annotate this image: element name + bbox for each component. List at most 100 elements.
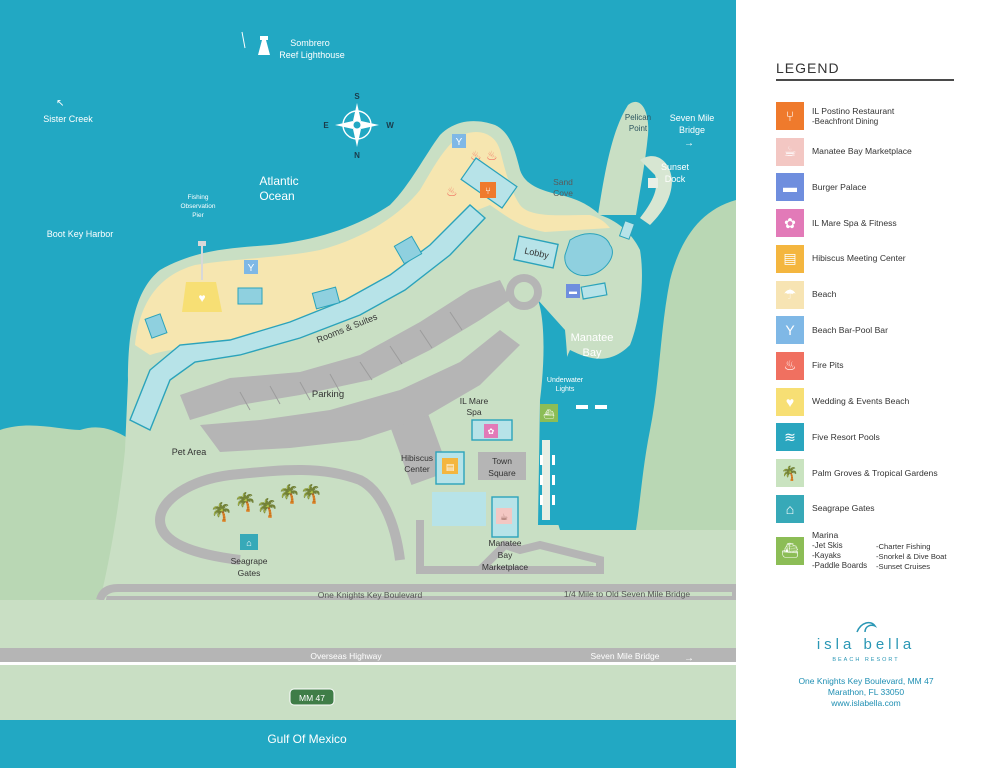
beach-bar-marker-2[interactable]: Y — [452, 134, 466, 148]
mm-marker-badge — [289, 688, 335, 706]
resort-map[interactable]: ♥ Y Y ♨♨♨ ⑂ ✿ ▤ ☕ ▬ ⛴ ⌂ 🌴🌴🌴🌴🌴 S N E W ↖ … — [0, 0, 736, 768]
hibiscus-marker[interactable]: ▤ — [442, 458, 458, 474]
marina-boats — [540, 405, 607, 505]
marketplace-label-1: Manatee — [488, 538, 521, 548]
clipboard-icon: ▤ — [776, 244, 804, 273]
legend-divider — [776, 79, 954, 81]
compass-n: N — [354, 151, 360, 160]
seagrape-gates-label-2: Gates — [238, 568, 261, 578]
svg-text:✿: ✿ — [488, 427, 495, 436]
legend-item-label: Manatee Bay Marketplace — [812, 146, 912, 157]
svg-text:🌴: 🌴 — [210, 501, 232, 522]
restaurant-marker[interactable]: ⑂ — [460, 157, 518, 209]
lighthouse-label-1: Sombrero — [290, 38, 330, 48]
legend-item-title: IL Mare Spa & Fitness — [812, 217, 897, 228]
pelican-point-label-2: Point — [629, 124, 648, 133]
legend-item-title: IL Postino Restaurant — [812, 105, 895, 116]
median-strip — [0, 600, 736, 650]
svg-text:♨: ♨ — [486, 148, 498, 163]
hibiscus-center-label-2: Center — [404, 464, 430, 474]
pelican-point-label-1: Pelican — [625, 113, 651, 122]
legend-item: ▬ Burger Palace — [776, 173, 867, 202]
legend-item-label: Fire Pits — [812, 360, 844, 371]
right-land — [630, 200, 736, 560]
town-square-label-2: Square — [488, 468, 516, 478]
beach-bar-marker-1[interactable]: Y — [244, 260, 258, 274]
legend-item-label: Five Resort Pools — [812, 432, 880, 443]
wedding-beach[interactable] — [182, 282, 222, 312]
legend-item: ☂Beach — [776, 280, 836, 309]
legend-item-label: Marina-Jet Skis -Kayaks -Paddle Boards — [812, 530, 867, 571]
lobby-roundabout — [506, 274, 542, 310]
seagrape-gates-marker[interactable]: ⌂ — [240, 534, 258, 550]
burger-palace-building[interactable] — [580, 282, 608, 300]
fire-pit-markers: ♨♨♨ — [446, 148, 498, 199]
legend-item-label: Beach Bar-Pool Bar — [812, 325, 888, 336]
seven-mile-arrow-bottom-icon: → — [684, 653, 694, 664]
sister-creek-label: Sister Creek — [43, 114, 93, 124]
svg-text:🌴: 🌴 — [234, 491, 256, 512]
small-pool[interactable] — [618, 220, 636, 240]
underwater-lights-label-1: Underwater — [547, 377, 584, 384]
legend-item-title: Burger Palace — [812, 181, 867, 192]
main-pool[interactable] — [564, 233, 613, 277]
one-knights-key-label: One Knights Key Boulevard — [318, 590, 423, 600]
beach-pools[interactable] — [144, 235, 423, 339]
atlantic-ocean-label-2: Ocean — [259, 189, 294, 203]
legend-item-title: Beach Bar-Pool Bar — [812, 324, 888, 335]
sunset-dock-label-1: Sunset — [661, 162, 690, 172]
gulf-of-mexico-label: Gulf Of Mexico — [267, 732, 347, 746]
garden-loop-road — [154, 465, 405, 565]
legend-item: ✿ IL Mare Spa & Fitness — [776, 209, 897, 238]
brand-subtitle: BEACH RESORT — [832, 657, 900, 663]
legend-item: ♥Wedding & Events Beach — [776, 387, 910, 416]
spa-marker[interactable]: ✿ — [484, 424, 498, 438]
svg-text:Y: Y — [248, 263, 255, 274]
manatee-bay-label-2: Bay — [583, 347, 602, 359]
palm-tree-icons: 🌴🌴🌴🌴🌴 — [210, 483, 322, 522]
svg-text:▬: ▬ — [569, 287, 577, 296]
sister-creek-arrow-icon: ↖ — [56, 98, 64, 109]
marina-marker[interactable]: ⛴ — [540, 404, 558, 422]
fork-knife-icon: ⑂ — [485, 186, 491, 197]
seven-mile-top-label-1: Seven Mile — [670, 113, 715, 123]
compass-s: S — [354, 92, 360, 101]
parking-lines — [239, 311, 463, 411]
compass-e: E — [323, 121, 329, 130]
marketplace-marker[interactable]: ☕ — [496, 508, 512, 524]
brand-wave-icon — [856, 621, 878, 633]
lotus-icon: ✿ — [776, 209, 804, 238]
sunset-dock — [640, 156, 672, 225]
marketplace-label-3: Marketplace — [482, 562, 529, 572]
marina-extra-list: -Charter Fishing -Snorkel & Dive Boat -S… — [876, 542, 947, 571]
town-square[interactable] — [478, 452, 526, 480]
boat-icon: ⛴ — [776, 536, 804, 565]
overseas-highway — [0, 648, 736, 662]
rooms-suites-building[interactable] — [129, 204, 487, 431]
legend-item: ☕Manatee Bay Marketplace — [776, 137, 912, 166]
burger-marker[interactable]: ▬ — [566, 284, 580, 298]
seven-mile-top-label-2: Bridge — [679, 125, 705, 135]
svg-text:⌂: ⌂ — [246, 538, 251, 548]
fishing-pier-head — [198, 241, 206, 246]
legend-item: 🌴Palm Groves & Tropical Gardens — [776, 459, 938, 487]
sunset-dock-pier — [648, 178, 658, 188]
fork-knife-icon: ⑂ — [776, 102, 804, 130]
pet-area-label: Pet Area — [172, 447, 207, 457]
seven-mile-bottom-label: Seven Mile Bridge — [591, 651, 660, 661]
website-link[interactable]: www.islabella.com — [831, 698, 901, 708]
svg-text:🌴: 🌴 — [256, 497, 278, 518]
legend-item-title: Wedding & Events Beach — [812, 396, 910, 407]
burger-icon: ▬ — [776, 173, 804, 202]
svg-text:☕: ☕ — [500, 512, 508, 522]
underwater-lights-label-2: Lights — [556, 386, 575, 393]
heart-icon: ♥ — [198, 291, 205, 305]
legend-item-title: Palm Groves & Tropical Gardens — [812, 467, 938, 478]
lobby-building[interactable] — [513, 235, 559, 269]
pelican-point-land — [598, 101, 649, 215]
overseas-highway-label: Overseas Highway — [310, 651, 382, 661]
sand-cove-label-1: Sand — [553, 177, 573, 187]
legend-item: ⌂Seagrape Gates — [776, 494, 875, 523]
flame-icon: ♨ — [776, 351, 804, 380]
marina-pier — [542, 440, 550, 520]
